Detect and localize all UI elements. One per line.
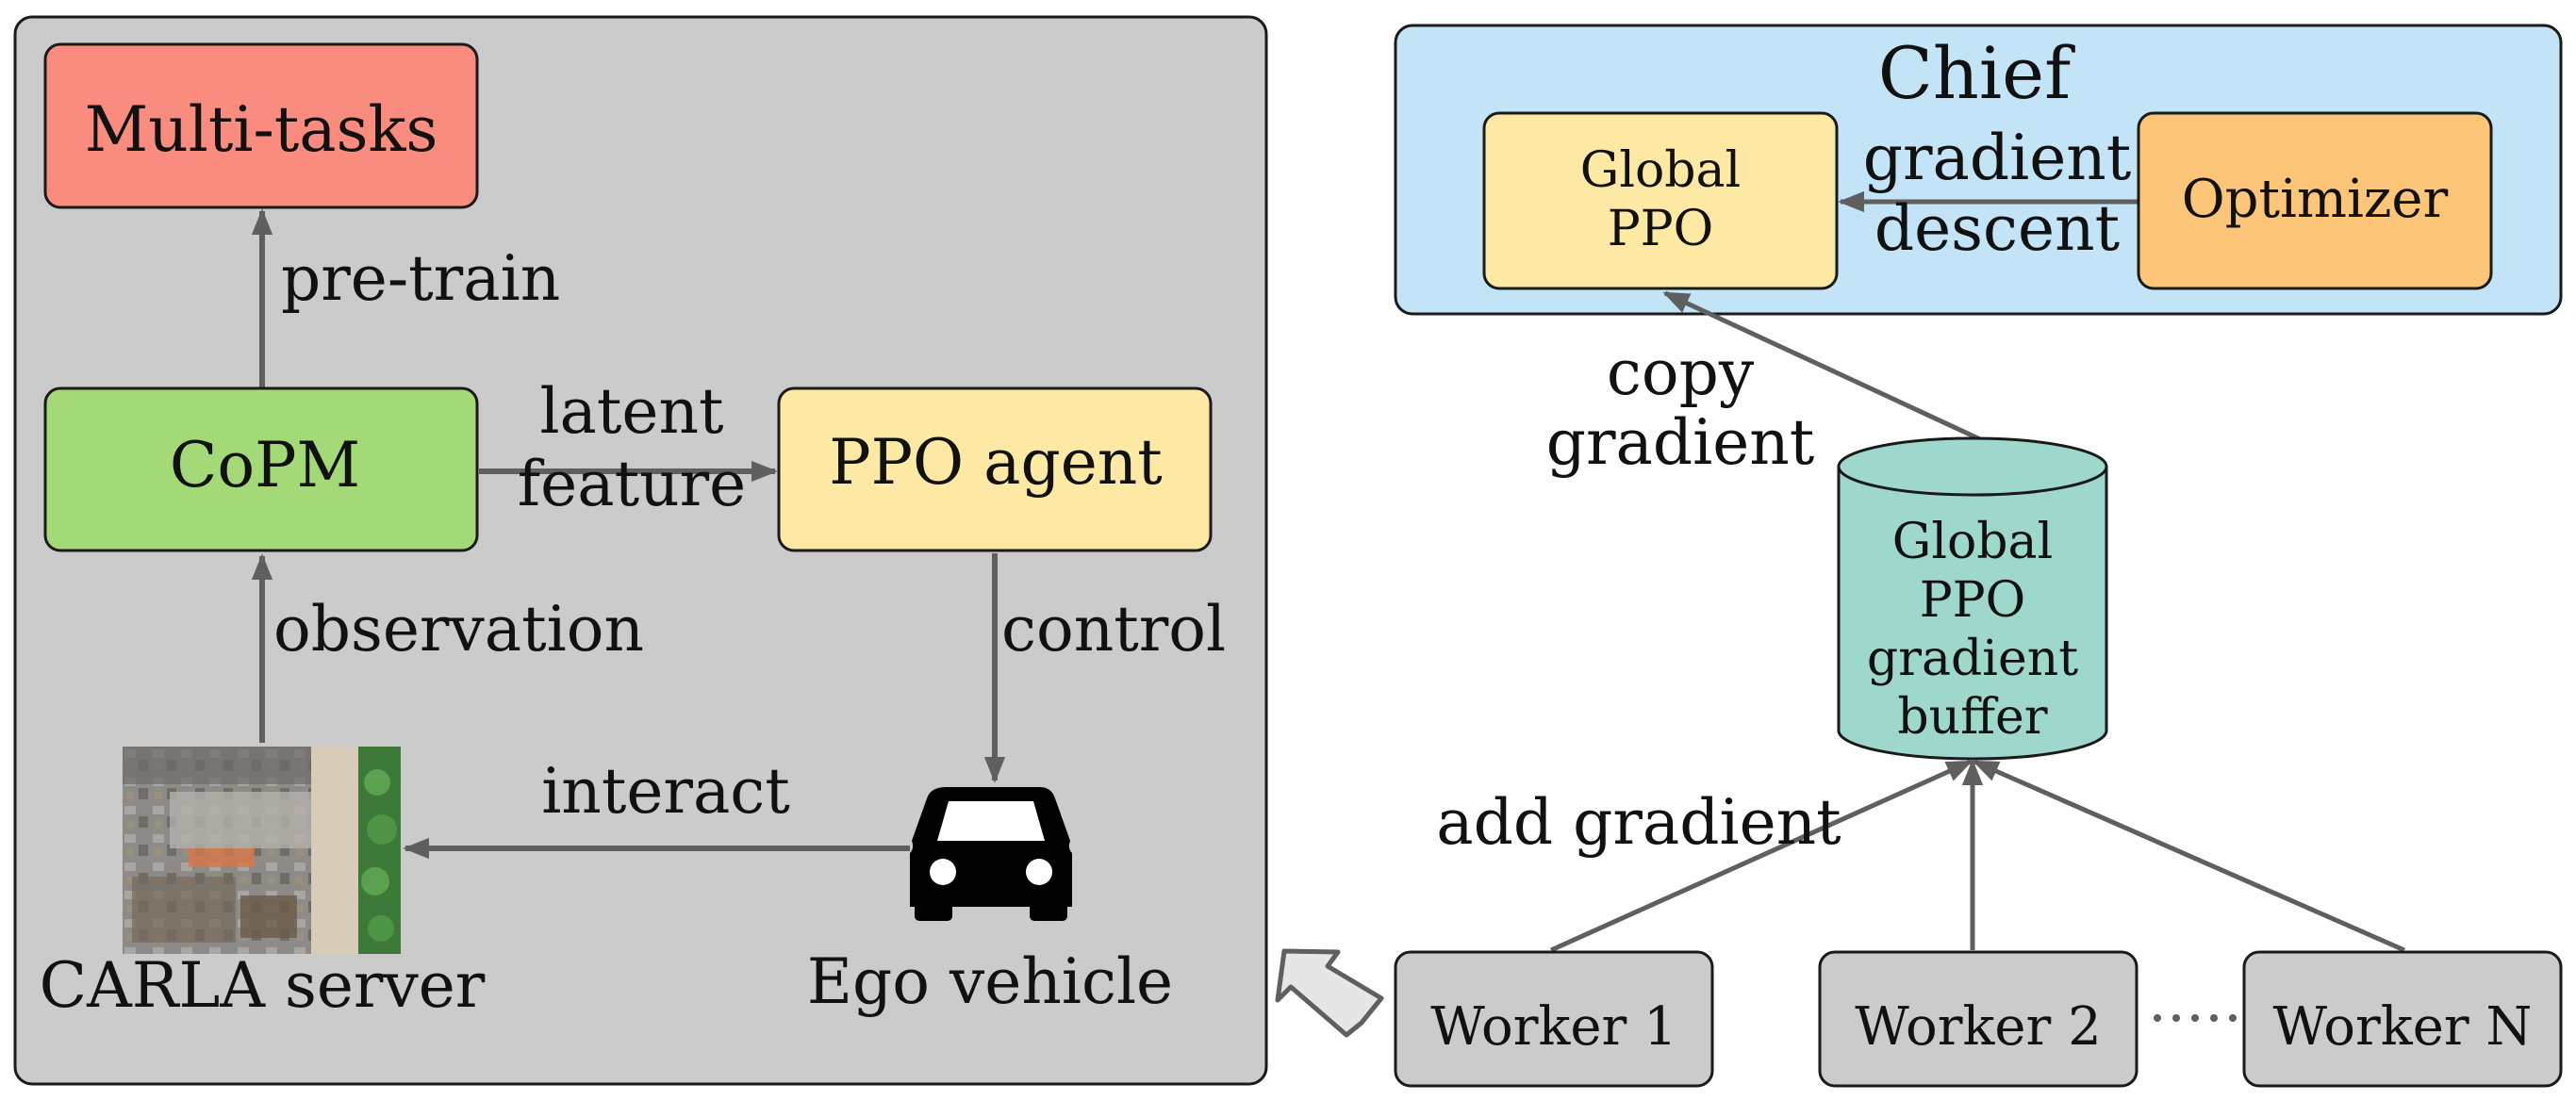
latent-label: latent [539,375,723,448]
buffer-line3: gradient [1867,631,2078,687]
feature-label: feature [518,448,746,520]
worker-1-box [1394,950,1714,1088]
observation-label: observation [273,593,644,665]
copm-box [43,386,479,552]
multitasks-label: Multi-tasks [85,93,438,166]
carla-image [123,747,401,954]
buffer-line2: PPO [1920,572,2026,629]
multitasks-box [43,42,479,209]
pretrain-label: pre-train [281,242,560,315]
global-ppo-line1: Global [1580,142,1741,199]
worker-1-label: Worker 1 [1430,996,1677,1058]
chief-title: Chief [1878,31,2075,115]
worker-2-box [1818,950,2138,1088]
ppo-agent-label: PPO agent [829,426,1163,499]
copy-gradient-arrow [1662,290,1982,442]
worker-n-box [2242,950,2563,1088]
copy-label: copy [1607,337,1755,409]
car-icon [910,787,1072,921]
global-ppo-box [1482,111,1839,290]
gradient-label: gradient [1863,122,2132,194]
ppo-agent-box [777,386,1213,552]
copy-gradient-label: gradient [1546,406,1815,479]
optimizer-label: Optimizer [2182,169,2449,230]
optimizer-box [2137,111,2493,290]
copm-label: CoPM [170,429,360,501]
buffer-line1: Global [1892,514,2053,570]
gradient-buffer [1837,436,2108,761]
buffer-line4: buffer [1897,689,2047,746]
carla-server-label: CARLA server [40,949,486,1022]
descent-label: descent [1874,192,2120,265]
interact-label: interact [541,755,790,828]
global-ppo-line2: PPO [1608,201,1714,257]
worker-to-panel-arrow [1275,948,1384,1038]
worker-n-label: Worker N [2273,996,2533,1058]
control-label: control [1001,593,1226,665]
workern-arrow [1972,759,2406,953]
worker1-arrow [1549,759,1973,953]
ego-vehicle-label: Ego vehicle [807,945,1173,1018]
worker-2-label: Worker 2 [1855,996,2102,1058]
ellipsis-dots-icon [2154,1014,2237,1022]
add-gradient-label: add gradient [1436,786,1841,859]
